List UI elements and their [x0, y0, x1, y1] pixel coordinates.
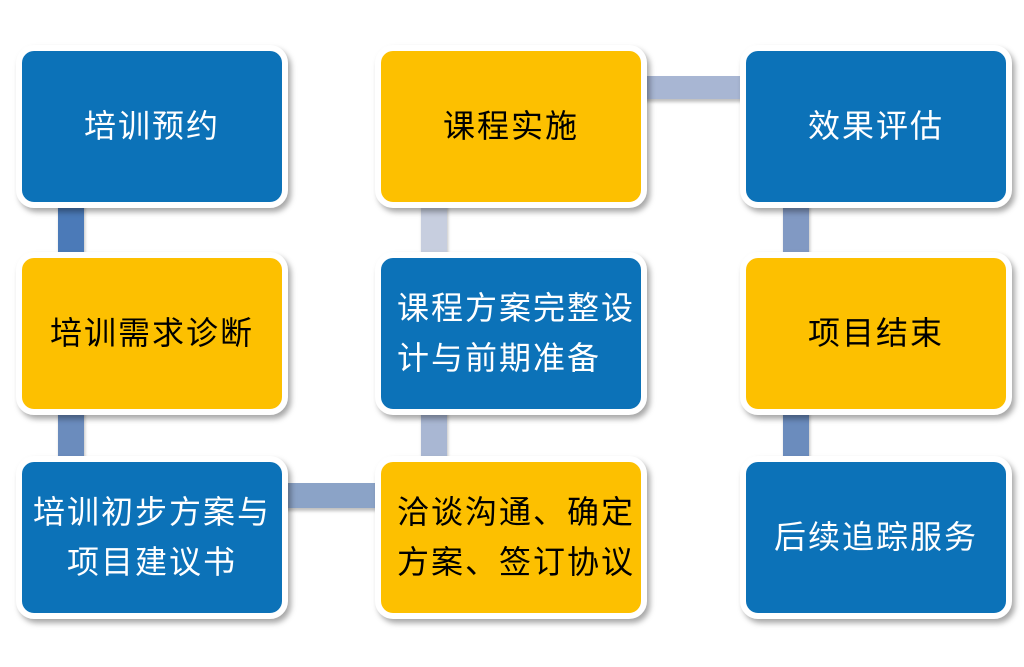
- flow-node-course-design-preparation: 课程方案完整设 计与前期准备: [375, 252, 647, 415]
- connector-appointment-to-diagnosis: [58, 200, 84, 258]
- connector-implementation-to-evaluation: [643, 76, 746, 99]
- connector-negotiation-to-design: [421, 408, 447, 464]
- connector-evaluation-to-projectend: [783, 200, 809, 258]
- flow-node-course-implementation: 课程实施: [375, 45, 647, 208]
- flow-node-follow-up-service: 后续追踪服务: [740, 456, 1012, 619]
- flow-node-negotiation-agreement: 洽谈沟通、确定 方案、签订协议: [375, 456, 647, 619]
- connector-projectend-to-followup: [783, 408, 809, 464]
- flow-node-project-end: 项目结束: [740, 252, 1012, 415]
- flow-node-effect-evaluation: 效果评估: [740, 45, 1012, 208]
- connector-design-to-implementation: [421, 200, 447, 258]
- flow-node-training-needs-diagnosis: 培训需求诊断: [16, 252, 288, 415]
- connector-preliminary-to-negotiation: [280, 483, 382, 508]
- flow-node-preliminary-plan-proposal: 培训初步方案与 项目建议书: [16, 456, 288, 619]
- flow-node-training-appointment: 培训预约: [16, 45, 288, 208]
- connector-diagnosis-to-preliminary: [58, 408, 84, 464]
